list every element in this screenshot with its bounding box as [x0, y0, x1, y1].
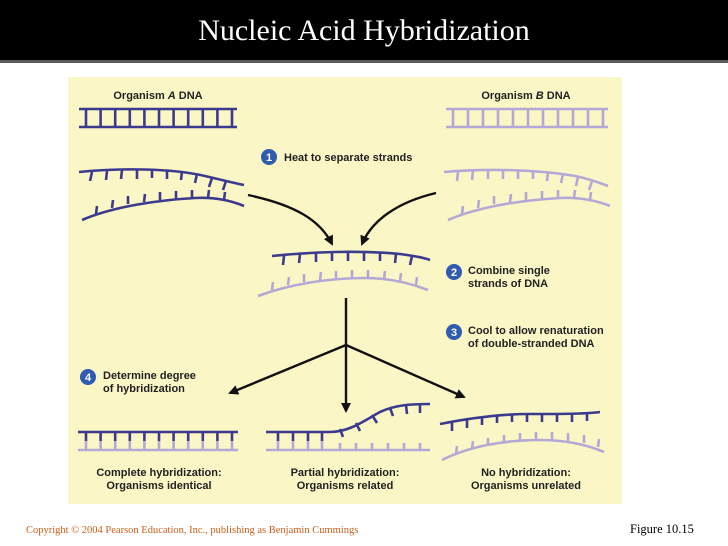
step-2-label-line2: strands of DNA: [468, 278, 548, 290]
outcome-partial-line1: Partial hybridization:: [291, 467, 400, 479]
step-2-circle: [446, 264, 462, 280]
step-2-label-line1: Combine single: [468, 265, 550, 277]
organism-b-label: Organism B DNA: [481, 90, 570, 102]
step-3-number: 3: [451, 327, 457, 339]
outcome-none-dna: [439, 410, 605, 462]
step-1-number: 1: [266, 152, 272, 164]
step-4-label-line2: of hybridization: [103, 383, 185, 395]
organism-b-double-strand: [446, 107, 608, 129]
step-4-label-line1: Determine degree: [103, 370, 196, 382]
copyright-text: Copyright © 2004 Pearson Education, Inc.…: [26, 525, 359, 536]
step-3-label-line1: Cool to allow renaturation: [468, 325, 604, 337]
outcome-partial-line2: Organisms related: [297, 480, 394, 492]
arrow-b-to-combined: [360, 191, 437, 246]
outcome-complete-line2: Organisms identical: [106, 480, 211, 492]
step-4-number: 4: [85, 372, 92, 384]
outcome-complete-line1: Complete hybridization:: [96, 467, 221, 479]
step-2: 2 Combine single strands of DNA: [446, 264, 550, 290]
title-underline: [0, 60, 728, 63]
organism-a-double-strand: [79, 107, 237, 129]
outcome-none-line2: Organisms unrelated: [471, 480, 581, 492]
step-4-circle: [80, 369, 96, 385]
organism-a-label: Organism A DNA: [113, 90, 202, 102]
step-2-number: 2: [451, 267, 457, 279]
slide-title: Nucleic Acid Hybridization: [198, 14, 530, 47]
step-1: 1 Heat to separate strands: [261, 149, 412, 165]
title-bar: [0, 0, 728, 60]
outcome-complete-dna: [78, 430, 238, 452]
organism-b-single-strands: [443, 168, 611, 222]
arrow-a-to-combined: [247, 193, 334, 246]
step-3-label-line2: of double-stranded DNA: [468, 338, 595, 350]
step-4: 4 Determine degree of hybridization: [80, 369, 196, 395]
branch-arrows: [228, 298, 466, 413]
step-3-circle: [446, 324, 462, 340]
organism-a-single-strands: [78, 168, 245, 222]
outcome-partial-dna: [266, 402, 431, 452]
step-1-label: Heat to separate strands: [284, 152, 412, 164]
figure-number: Figure 10.15: [630, 522, 694, 536]
step-1-circle: [261, 149, 277, 165]
outcome-none-line1: No hybridization:: [481, 467, 571, 479]
combined-single-strands: [257, 250, 431, 298]
step-3: 3 Cool to allow renaturation of double-s…: [446, 324, 604, 350]
